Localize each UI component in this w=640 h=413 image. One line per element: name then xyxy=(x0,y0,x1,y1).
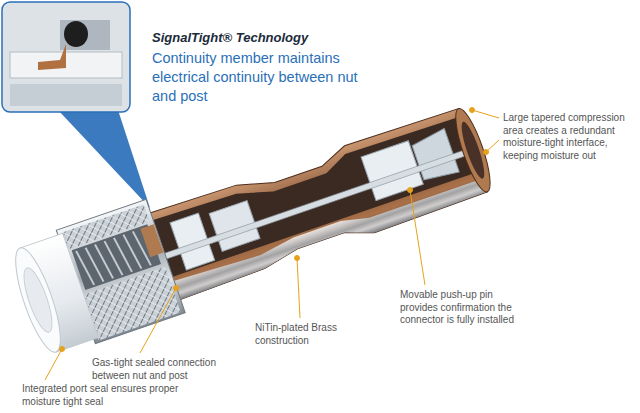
inset-part xyxy=(10,84,122,106)
feature-heading: SignalTight® Technology xyxy=(152,30,382,46)
inset-part xyxy=(60,20,110,50)
continuity-member xyxy=(140,224,163,257)
leader-line xyxy=(297,258,300,318)
callout-text: NiTin-plated Brass construction xyxy=(255,322,355,347)
callout-text: Gas-tight sealed connection between nut … xyxy=(92,357,222,382)
leader-lines xyxy=(45,108,499,381)
end-opening xyxy=(457,120,488,181)
leader-dot xyxy=(295,256,300,261)
end-cap xyxy=(449,105,497,195)
leader-dot xyxy=(484,150,489,155)
threads xyxy=(76,229,151,286)
leader-dot xyxy=(60,347,65,352)
leader-dot xyxy=(174,286,179,291)
leader-line xyxy=(410,190,425,285)
leader-line xyxy=(140,288,176,353)
body-cavity xyxy=(153,116,475,277)
leader-dot xyxy=(470,108,475,113)
callout-text: Integrated port seal ensures proper mois… xyxy=(22,383,202,408)
port-seal-opening xyxy=(18,265,57,335)
continuity-strip xyxy=(38,44,66,70)
feature-description: Continuity member maintains electrical c… xyxy=(152,49,372,106)
zoom-inset xyxy=(2,2,130,112)
callout-text: Movable push-up pin provides confirmatio… xyxy=(400,289,520,327)
leader-line xyxy=(45,349,62,380)
continuity-member xyxy=(64,21,88,47)
port-seal-face xyxy=(7,243,69,356)
zoom-wedge xyxy=(58,110,150,208)
callout-text: Large tapered compression area creates a… xyxy=(503,112,636,162)
leader-dot xyxy=(408,188,413,193)
leader-line xyxy=(472,110,499,118)
